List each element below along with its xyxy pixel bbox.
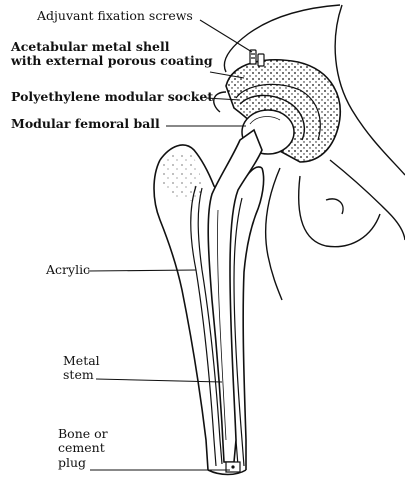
greater-trochanter bbox=[160, 152, 202, 201]
label-polyethylene-socket: Polyethylene modular socket bbox=[11, 90, 213, 104]
label-bone-cement-plug: Bone or cement plug bbox=[58, 427, 108, 470]
label-stem-line2: stem bbox=[63, 368, 100, 382]
cement-plug-dot bbox=[231, 465, 234, 468]
label-femoral-ball: Modular femoral ball bbox=[11, 117, 160, 131]
label-stem-line1: Metal bbox=[63, 354, 100, 368]
label-shell-line2: with external porous coating bbox=[11, 54, 213, 68]
metal-stem bbox=[208, 130, 262, 462]
leader-stem bbox=[96, 379, 222, 382]
leader-acrylic bbox=[88, 270, 196, 271]
label-plug-line1: Bone or bbox=[58, 427, 108, 441]
label-plug-line2: cement bbox=[58, 441, 108, 455]
femur-outline bbox=[154, 145, 264, 474]
label-plug-line3: plug bbox=[58, 456, 108, 470]
label-fixation-screws: Adjuvant fixation screws bbox=[37, 9, 193, 23]
label-shell-line1: Acetabular metal shell bbox=[11, 40, 213, 54]
label-acetabular-shell: Acetabular metal shell with external por… bbox=[11, 40, 213, 69]
label-acrylic: Acrylic bbox=[46, 263, 90, 277]
label-metal-stem: Metal stem bbox=[63, 354, 100, 383]
